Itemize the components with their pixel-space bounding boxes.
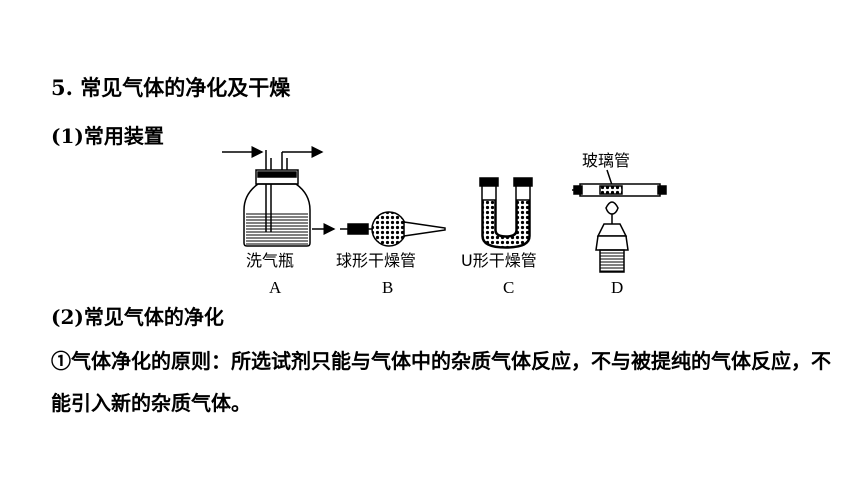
label-d: D xyxy=(611,278,623,297)
spherical-drying-tube xyxy=(340,211,446,247)
caption-spherical-tube: 球形干燥管 xyxy=(336,251,416,270)
gas-washing-bottle xyxy=(222,146,324,247)
caption-washing-bottle: 洗气瓶 xyxy=(246,251,294,270)
label-a: A xyxy=(269,278,282,297)
glass-tube-label: 玻璃管 xyxy=(582,151,630,170)
label-c: C xyxy=(503,278,514,297)
principle-paragraph: ①气体净化的原则：所选试剂只能与气体中的杂质气体反应，不与被提纯的气体反应，不能… xyxy=(51,349,831,415)
subheading-devices: (1)常用装置 xyxy=(51,124,164,148)
heated-glass-tube xyxy=(572,169,667,273)
subheading-purification: (2)常见气体的净化 xyxy=(51,305,224,329)
u-drying-tube xyxy=(479,177,533,249)
section-heading: 5. 常见气体的净化及干燥 xyxy=(51,75,291,100)
label-b: B xyxy=(382,278,393,297)
caption-u-tube: U形干燥管 xyxy=(461,251,537,270)
